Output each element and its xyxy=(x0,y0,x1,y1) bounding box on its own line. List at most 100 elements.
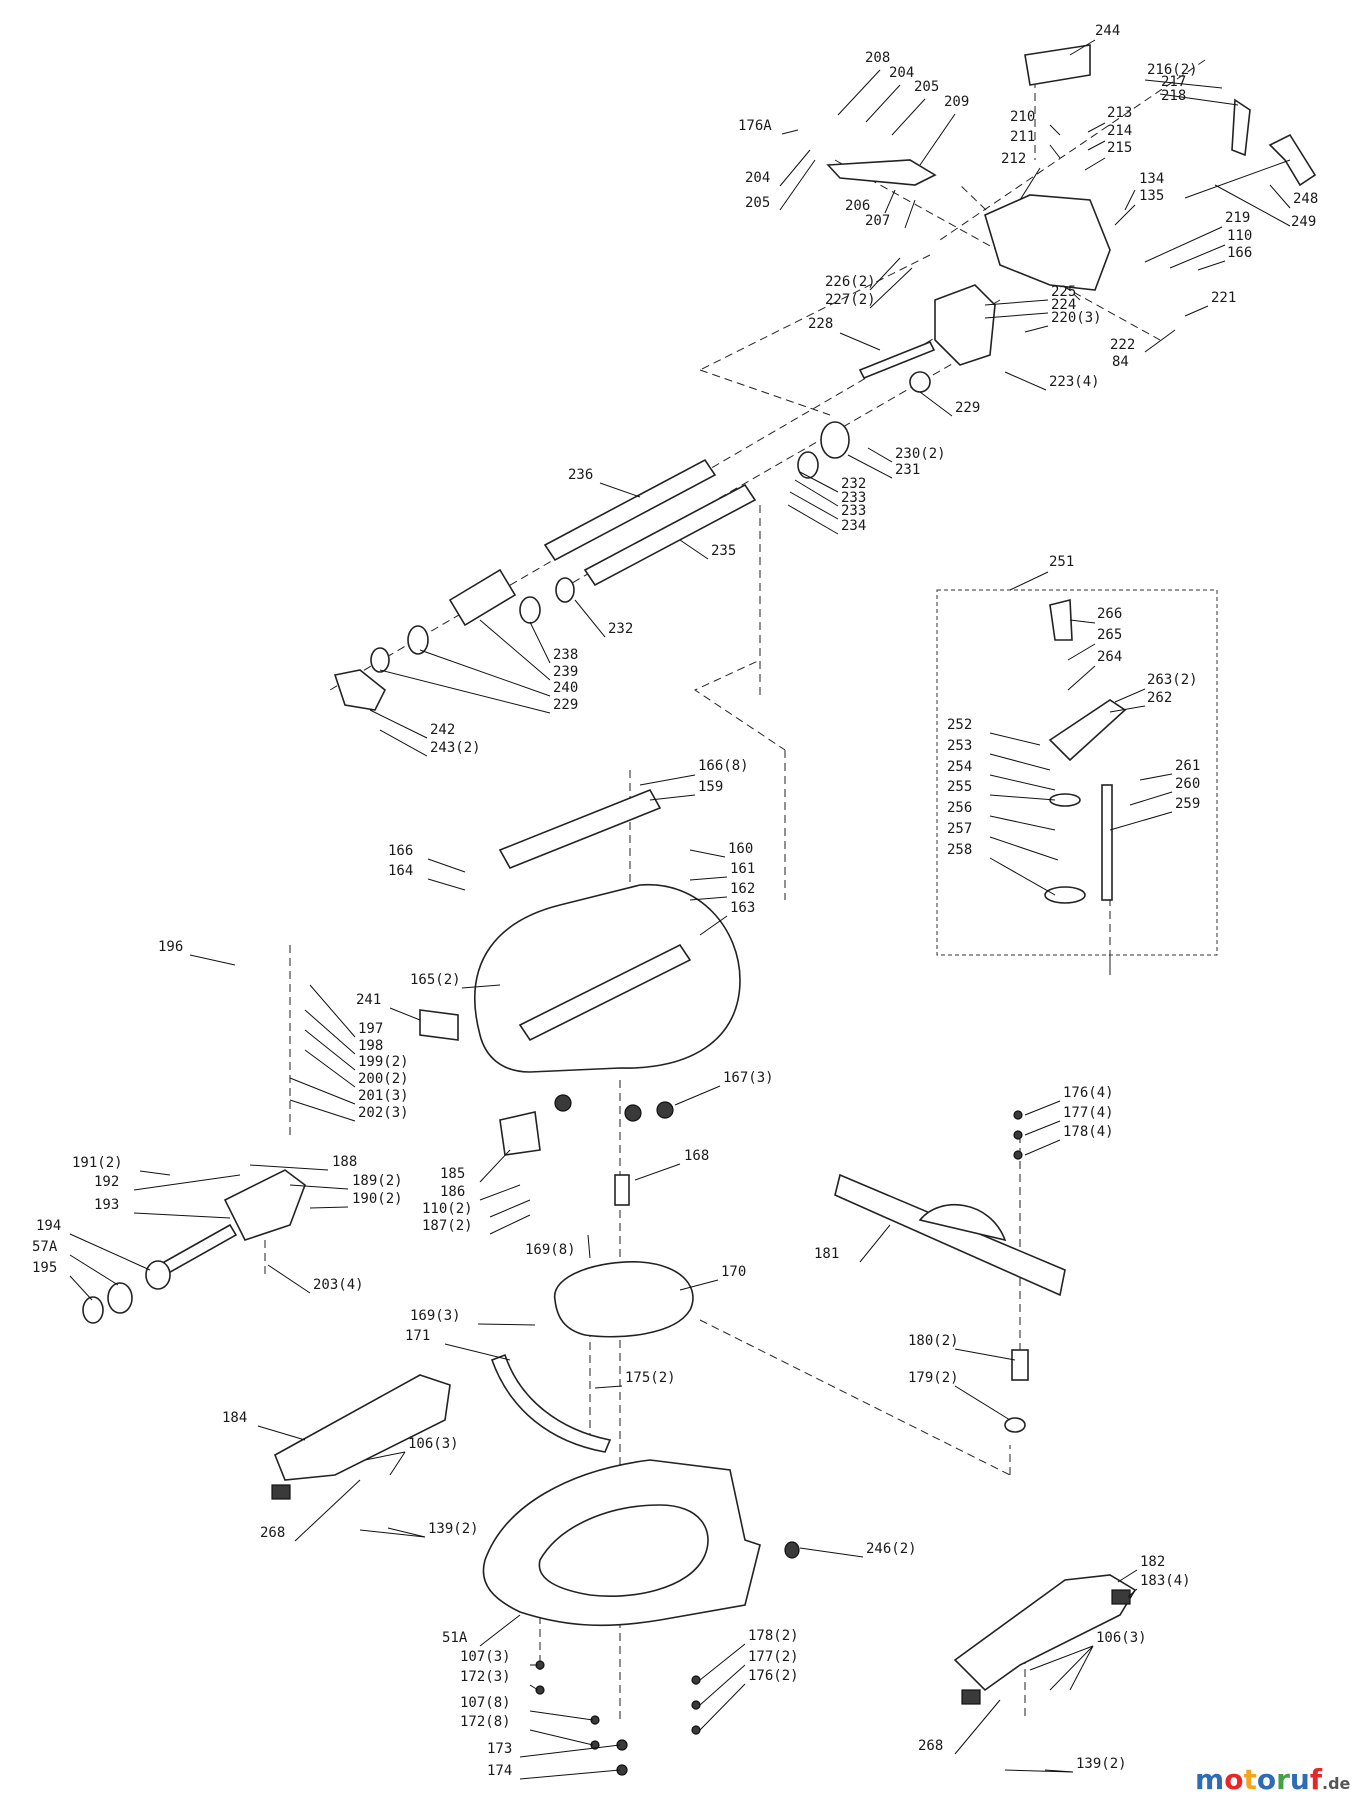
part-label: 139(2) xyxy=(1076,1756,1127,1772)
part-label: 184 xyxy=(222,1410,247,1426)
part-label: 206 xyxy=(845,198,870,214)
sub-assembly-251-box xyxy=(936,589,1218,956)
part-label: 169(3) xyxy=(410,1308,461,1324)
part-label: 235 xyxy=(711,543,736,559)
part-label: 178(4) xyxy=(1063,1124,1114,1140)
bracket-185-shape xyxy=(499,1111,541,1156)
part-label: 218 xyxy=(1161,88,1186,104)
part-label: 209 xyxy=(944,94,969,110)
rail-236-shape xyxy=(543,458,717,562)
part-label: 199(2) xyxy=(358,1054,409,1070)
part-label: 268 xyxy=(918,1738,943,1754)
part-label: 239 xyxy=(553,664,578,680)
part-label: 203(4) xyxy=(313,1277,364,1293)
part-label: 252 xyxy=(947,717,972,733)
part-label: 248 xyxy=(1293,191,1318,207)
watermark-brand: motoruf.de xyxy=(1195,1763,1351,1796)
watermark-letter: f xyxy=(1310,1763,1323,1796)
lever-209-shape xyxy=(826,159,937,186)
part-label: 107(3) xyxy=(460,1649,511,1665)
part-label: 175(2) xyxy=(625,1370,676,1386)
part-label: 216(2) xyxy=(1147,62,1198,78)
part-label: 225 xyxy=(1051,284,1076,300)
scale-171-shape xyxy=(490,1353,612,1453)
part-label: 232 xyxy=(608,621,633,637)
part-label: 110 xyxy=(1227,228,1252,244)
part-label: 161 xyxy=(730,861,755,877)
part-label: 236 xyxy=(568,467,593,483)
part-label: 258 xyxy=(947,842,972,858)
part-label: 222 xyxy=(1110,337,1135,353)
fence-181-shape xyxy=(834,1173,1066,1297)
part-label: 257 xyxy=(947,821,972,837)
extension-184-shape xyxy=(273,1374,451,1481)
part-label: 171 xyxy=(405,1328,430,1344)
part-label: 195 xyxy=(32,1260,57,1276)
part-label: 224 xyxy=(1051,297,1076,313)
watermark-letter: t xyxy=(1243,1763,1256,1796)
part-label: 262 xyxy=(1147,690,1172,706)
watermark-suffix: .de xyxy=(1322,1774,1351,1793)
part-label: 176A xyxy=(738,118,772,134)
part-label: 255 xyxy=(947,779,972,795)
rail-235-shape xyxy=(583,483,757,587)
plunger-168-shape xyxy=(614,1174,630,1206)
part-label: 166 xyxy=(1227,245,1252,261)
part-label: 265 xyxy=(1097,627,1122,643)
part-label: 176(2) xyxy=(748,1668,799,1684)
housing-212-shape xyxy=(984,194,1111,291)
endcap-242-shape xyxy=(333,669,387,711)
part-label: 205 xyxy=(745,195,770,211)
part-label: 177(2) xyxy=(748,1649,799,1665)
part-label: 191(2) xyxy=(72,1155,123,1171)
part-label: 185 xyxy=(440,1166,465,1182)
part-label: 198 xyxy=(358,1038,383,1054)
part-label: 254 xyxy=(947,759,972,775)
part-label: 135 xyxy=(1139,188,1164,204)
part-label: 182 xyxy=(1140,1554,1165,1570)
part-label: 169(8) xyxy=(525,1242,576,1258)
part-label: 215 xyxy=(1107,140,1132,156)
part-label: 210 xyxy=(1010,109,1035,125)
clamp-266-shape xyxy=(1049,598,1073,641)
turntable-163-shape xyxy=(474,883,741,1073)
part-label: 173 xyxy=(487,1741,512,1757)
part-label: 259 xyxy=(1175,796,1200,812)
part-label: 189(2) xyxy=(352,1173,403,1189)
part-label: 110(2) xyxy=(422,1201,473,1217)
part-label: 183(4) xyxy=(1140,1573,1191,1589)
part-label: 243(2) xyxy=(430,740,481,756)
leader-lines xyxy=(69,39,1291,1780)
part-label: 261 xyxy=(1175,758,1200,774)
part-label: 204 xyxy=(745,170,770,186)
part-label: 172(3) xyxy=(460,1669,511,1685)
part-label: 106(3) xyxy=(1096,1630,1147,1646)
part-label: 228 xyxy=(808,316,833,332)
part-label: 253 xyxy=(947,738,972,754)
part-label: 223(4) xyxy=(1049,374,1100,390)
watermark-letter: u xyxy=(1290,1763,1310,1796)
bracket-225-shape xyxy=(934,284,996,366)
part-label: 106(3) xyxy=(408,1436,459,1452)
part-label: 174 xyxy=(487,1763,512,1779)
part-label: 227(2) xyxy=(825,292,876,308)
watermark-letter: o xyxy=(1224,1763,1243,1796)
part-label: 179(2) xyxy=(908,1370,959,1386)
part-label: 180(2) xyxy=(908,1333,959,1349)
part-label: 160 xyxy=(728,841,753,857)
part-label: 246(2) xyxy=(866,1541,917,1557)
part-label: 233 xyxy=(841,490,866,506)
bracket-262-shape xyxy=(1048,699,1127,762)
part-label: 192 xyxy=(94,1174,119,1190)
part-label: 167(3) xyxy=(723,1070,774,1086)
part-label: 172(8) xyxy=(460,1714,511,1730)
part-label: 162 xyxy=(730,881,755,897)
part-label: 197 xyxy=(358,1021,383,1037)
part-label: 159 xyxy=(698,779,723,795)
part-label: 204 xyxy=(889,65,914,81)
part-label: 244 xyxy=(1095,23,1120,39)
part-label: 217 xyxy=(1161,74,1186,90)
part-label: 256 xyxy=(947,800,972,816)
part-label: 251 xyxy=(1049,554,1074,570)
